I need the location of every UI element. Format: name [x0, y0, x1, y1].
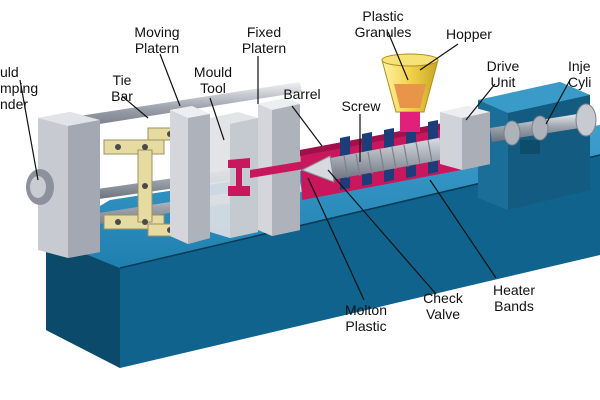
- injection-shaft: [490, 103, 597, 146]
- leader-lines: [19, 31, 571, 301]
- label-tie-bar: Tie Bar: [111, 72, 133, 104]
- label-mould-tool: Mould Tool: [193, 64, 233, 96]
- label-heater-bands: Heater Bands: [492, 282, 536, 314]
- label-fixed-platen: Fixed Platern: [241, 24, 287, 56]
- check-valve-tip: [300, 155, 335, 183]
- screw: [300, 134, 462, 183]
- plastic-granules: [394, 84, 426, 108]
- label-clamping-cylinder: uld mping nder: [0, 64, 39, 112]
- label-hopper: Hopper: [446, 26, 492, 42]
- base-front-face: [46, 155, 600, 368]
- drive-unit-housing: [478, 82, 590, 210]
- label-screw: Screw: [341, 98, 381, 114]
- moving-platen: [170, 106, 210, 244]
- label-injection-cylinder: Inje Cyli: [568, 58, 592, 90]
- base-left-face: [46, 238, 120, 368]
- label-drive-unit: Drive Unit: [486, 58, 520, 90]
- label-molton-plastic: Molton Plastic: [344, 302, 388, 334]
- hopper: [381, 53, 439, 132]
- drive-unit: [440, 106, 490, 170]
- clamping-cylinder: [26, 112, 100, 258]
- molten-plastic-runner: [250, 160, 310, 178]
- label-moving-platen: Moving Platern: [134, 24, 180, 56]
- label-barrel: Barrel: [283, 86, 321, 102]
- label-plastic-granules: Plastic Granules: [354, 8, 412, 40]
- toggle-linkage: [103, 127, 185, 237]
- mould-tool: [210, 112, 258, 238]
- label-check-valve: Check Valve: [423, 290, 463, 322]
